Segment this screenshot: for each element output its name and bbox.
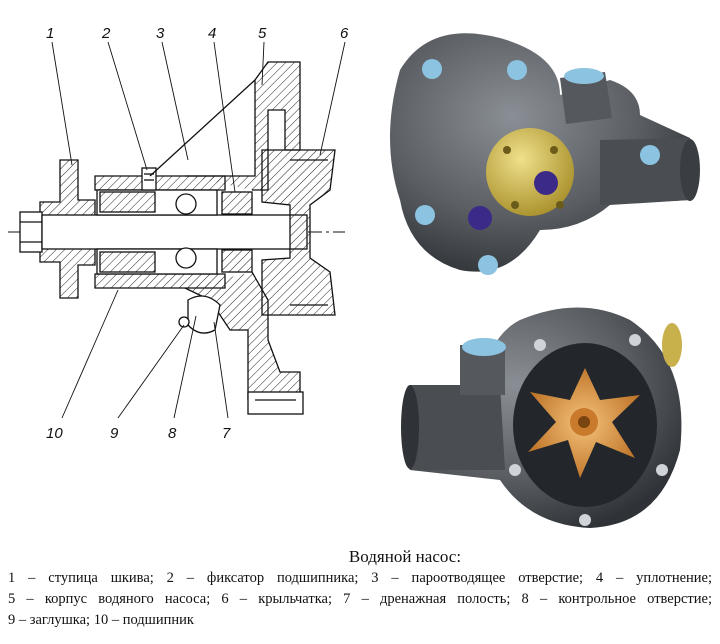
rear-side-boss-hole	[462, 338, 506, 356]
figure-caption: Водяной насос: 1 – ступица шкива; 2 – фи…	[0, 546, 720, 631]
seal	[221, 191, 253, 215]
pump-render-rear	[401, 307, 682, 528]
shaft	[41, 214, 308, 250]
callout-leaders	[51, 41, 346, 419]
caption-title: Водяной насос:	[348, 547, 462, 566]
front-top-boss	[560, 72, 612, 124]
callout-10: 10	[46, 425, 63, 442]
bearing-housing	[94, 175, 226, 191]
legend-line-1: 1 – ступица шкива; 2 – фиксатор подшипни…	[8, 570, 712, 586]
cross-section-drawing	[8, 61, 345, 415]
pump-render-front	[390, 33, 700, 275]
front-boss-2	[507, 60, 527, 80]
rear-inlet-pipe	[410, 385, 505, 470]
body-flange	[247, 391, 304, 415]
front-boss-4	[415, 205, 435, 225]
callout-5: 5	[258, 25, 267, 42]
rear-gold-edge	[662, 323, 682, 367]
legend-line-3: 9 – заглушка; 10 – подшипник	[8, 612, 194, 628]
legend-line-2: 5 – корпус водяного насоса; 6 – крыльчат…	[8, 591, 712, 607]
impeller-section	[261, 149, 336, 316]
water-pump-figure: 1 2 3 4 5 6 10 9 8 7	[8, 25, 700, 528]
front-boss-5	[478, 255, 498, 275]
hub-bolt	[19, 211, 43, 253]
callout-7: 7	[222, 425, 231, 442]
callout-2: 2	[101, 25, 111, 42]
bearing-retainer	[141, 167, 157, 191]
callout-9: 9	[110, 425, 119, 442]
front-boss-1	[422, 59, 442, 79]
front-boss-3	[640, 145, 660, 165]
rear-side-boss	[460, 345, 505, 395]
front-shaft-end	[534, 171, 558, 195]
front-outlet-pipe	[600, 138, 696, 205]
front-top-boss-hole	[564, 68, 604, 84]
callout-numbers: 1 2 3 4 5 6 10 9 8 7	[46, 25, 349, 442]
callout-6: 6	[340, 25, 349, 42]
callout-1: 1	[46, 25, 54, 42]
front-port	[468, 206, 492, 230]
callout-8: 8	[168, 425, 177, 442]
callout-3: 3	[156, 25, 165, 42]
callout-4: 4	[208, 25, 216, 42]
plug	[178, 316, 190, 328]
